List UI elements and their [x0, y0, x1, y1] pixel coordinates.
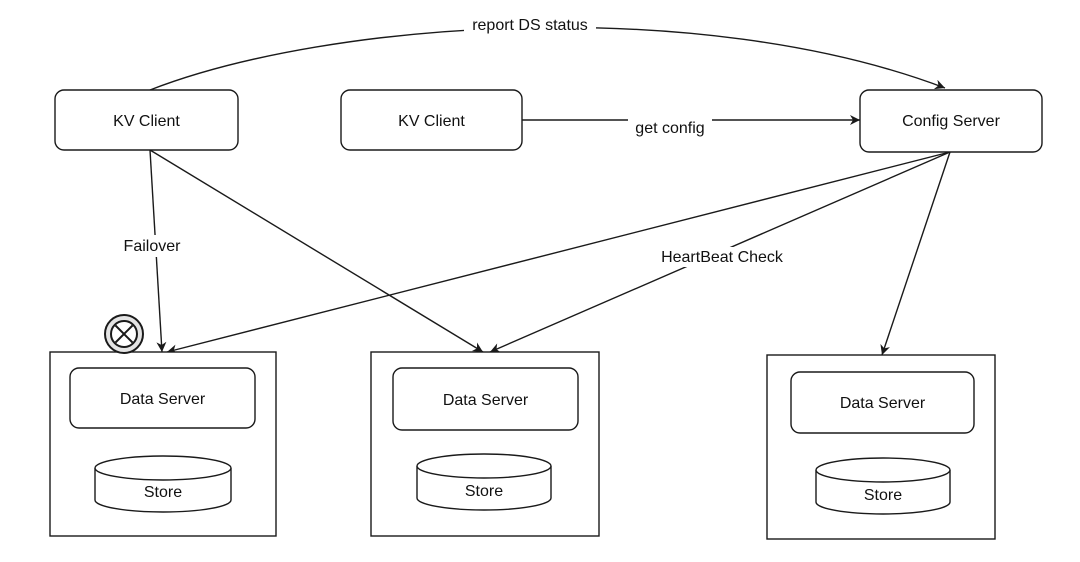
store-2: Store	[416, 453, 552, 511]
store-1-label: Store	[144, 484, 182, 501]
circled-x-icon	[104, 314, 144, 354]
kv-client-middle-node: KV Client	[340, 89, 523, 151]
label-get-config: get config	[635, 120, 704, 137]
config-server-label: Config Server	[902, 113, 1000, 130]
data-server-group-2: Data Server Store	[370, 351, 600, 537]
edge-config-to-group3	[880, 151, 951, 356]
label-report-ds-status: report DS status	[472, 17, 588, 34]
kv-client-left-label: KV Client	[113, 113, 180, 130]
kv-client-left-node: KV Client	[54, 89, 239, 151]
label-bg-report-ds-status	[464, 14, 596, 36]
label-bg-failover	[113, 235, 191, 257]
label-failover: Failover	[124, 238, 182, 255]
config-server-node: Config Server	[859, 89, 1043, 153]
data-server-group-1: Data Server Store	[49, 351, 277, 537]
data-server-2-label: Data Server	[443, 392, 529, 409]
edge-heartbeat-group1	[166, 151, 951, 355]
data-server-3: Data Server	[790, 371, 975, 434]
label-heartbeat-check: HeartBeat Check	[661, 249, 784, 266]
data-server-group-3: Data Server Store	[766, 354, 996, 540]
data-server-1-label: Data Server	[120, 391, 206, 408]
data-server-3-label: Data Server	[840, 395, 926, 412]
store-3: Store	[815, 457, 951, 515]
data-server-2: Data Server	[392, 367, 579, 431]
store-1: Store	[94, 455, 232, 513]
label-bg-get-config	[628, 117, 712, 139]
store-3-label: Store	[864, 487, 902, 504]
edge-report-ds-status	[149, 26, 946, 91]
edge-client-to-group2	[149, 149, 484, 353]
store-2-label: Store	[465, 483, 503, 500]
kv-client-middle-label: KV Client	[398, 113, 465, 130]
label-bg-heartbeat	[652, 247, 794, 267]
data-server-1: Data Server	[69, 367, 256, 429]
